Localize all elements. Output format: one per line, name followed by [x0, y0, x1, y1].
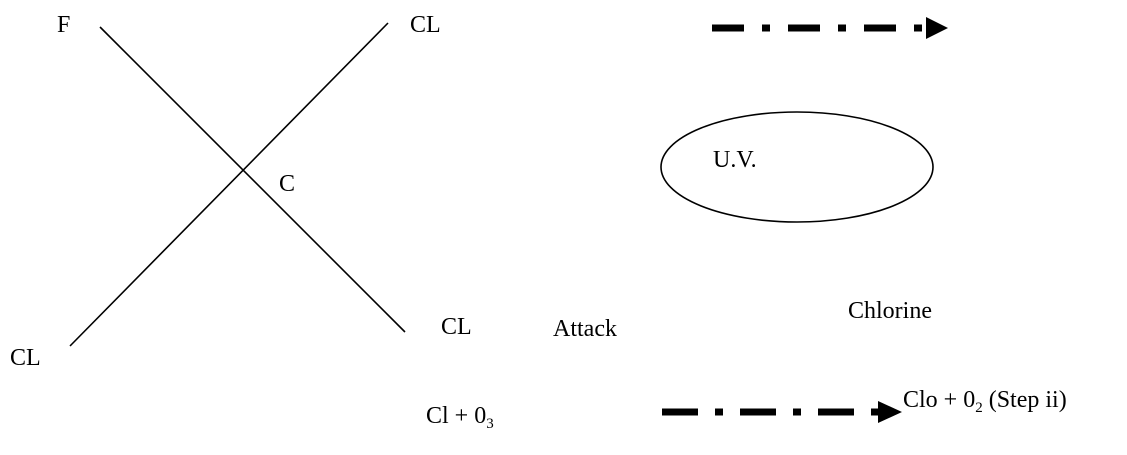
- product-label: Clo + 02 (Step ii): [903, 386, 1067, 417]
- reactant-label: Cl + 03: [426, 402, 494, 433]
- atom-cl-bottom-left-label: CL: [10, 345, 41, 371]
- top-dash-dot-arrow: [712, 17, 948, 39]
- atom-cl-bottom-right-label: CL: [441, 314, 472, 340]
- reactant-main-text: Cl + 0: [426, 403, 487, 429]
- chlorine-label: Chlorine: [848, 298, 932, 324]
- atom-c-label: C: [279, 171, 296, 197]
- uv-label: U.V.: [713, 147, 757, 173]
- bond-cl-top-right-to-cl-bottom-left: [69, 22, 389, 347]
- atom-cl-top-right-label: CL: [410, 12, 441, 38]
- product-step-note: (Step ii): [982, 387, 1067, 413]
- product-subscript: 2: [975, 400, 983, 416]
- reactant-subscript: 3: [486, 416, 494, 432]
- bottom-dash-dot-arrow: [662, 401, 902, 423]
- product-main-text: Clo + 0: [903, 387, 976, 413]
- bond-f-to-cl-bottom-right: [99, 26, 406, 333]
- uv-ellipse: [660, 111, 934, 223]
- attack-label: Attack: [553, 316, 617, 342]
- atom-f-label: F: [57, 12, 71, 38]
